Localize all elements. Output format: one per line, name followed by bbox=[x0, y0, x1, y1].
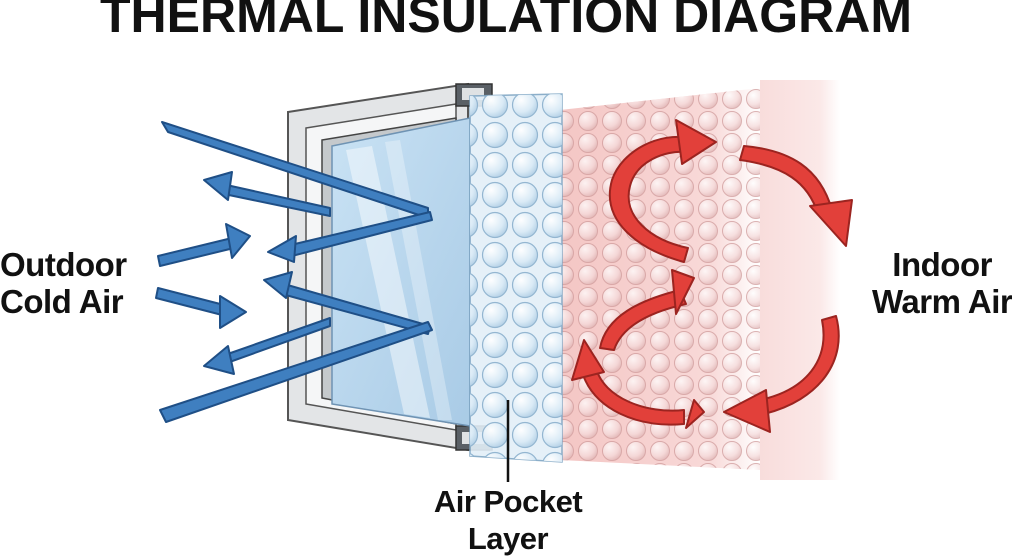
warm-arrow-lower-center-head bbox=[671, 269, 695, 315]
cold-arrow-mid-in-1 bbox=[157, 237, 235, 267]
warm-bubble-panel bbox=[560, 80, 840, 480]
cold-arrow-mid-in-2-head bbox=[219, 295, 247, 329]
cold-arrow-upper-out-head bbox=[203, 171, 233, 201]
warm-air-arrows bbox=[571, 119, 853, 433]
air-pocket-layer bbox=[469, 93, 563, 463]
indoor-warm-air-label: Indoor Warm Air bbox=[872, 248, 1012, 322]
warm-arrow-lower-left-head bbox=[571, 339, 605, 381]
indoor-label-line-2: Warm Air bbox=[872, 283, 1012, 320]
warm-arrow-lower-left-tail bbox=[685, 399, 705, 429]
cold-arrow-mid-in-1-head bbox=[225, 223, 251, 259]
cold-arrow-mid-in-2 bbox=[155, 287, 229, 317]
cold-arrow-top-reflect-head bbox=[267, 235, 297, 263]
warm-arrow-upper-right-head bbox=[809, 199, 853, 247]
cold-arrow-lower-reflect-head bbox=[263, 271, 293, 299]
warm-arrow-lower-right-head bbox=[723, 389, 771, 433]
air-pocket-label-line-1: Air Pocket bbox=[433, 484, 583, 519]
warm-arrow-lower-left bbox=[581, 367, 685, 426]
outdoor-cold-air-label: Outdoor Cold Air bbox=[0, 248, 127, 322]
outdoor-label-line-2: Cold Air bbox=[0, 283, 124, 320]
cold-air-arrows bbox=[155, 121, 433, 423]
warm-arrow-upper-left-head bbox=[675, 119, 717, 165]
diagram-title: THERMAL INSULATION DIAGRAM bbox=[100, 0, 912, 43]
cold-arrow-bottom-incoming bbox=[159, 321, 433, 423]
glass-pane bbox=[331, 117, 471, 427]
thermal-insulation-diagram bbox=[155, 80, 853, 482]
air-pocket-label-line-2: Layer bbox=[467, 521, 549, 556]
indoor-label-line-1: Indoor bbox=[892, 246, 992, 283]
outdoor-label-line-1: Outdoor bbox=[0, 246, 127, 283]
cold-arrow-lower-out-head bbox=[203, 345, 235, 375]
warm-arrow-lower-center bbox=[599, 289, 687, 351]
air-pocket-layer-label: Air Pocket Layer bbox=[424, 486, 592, 560]
